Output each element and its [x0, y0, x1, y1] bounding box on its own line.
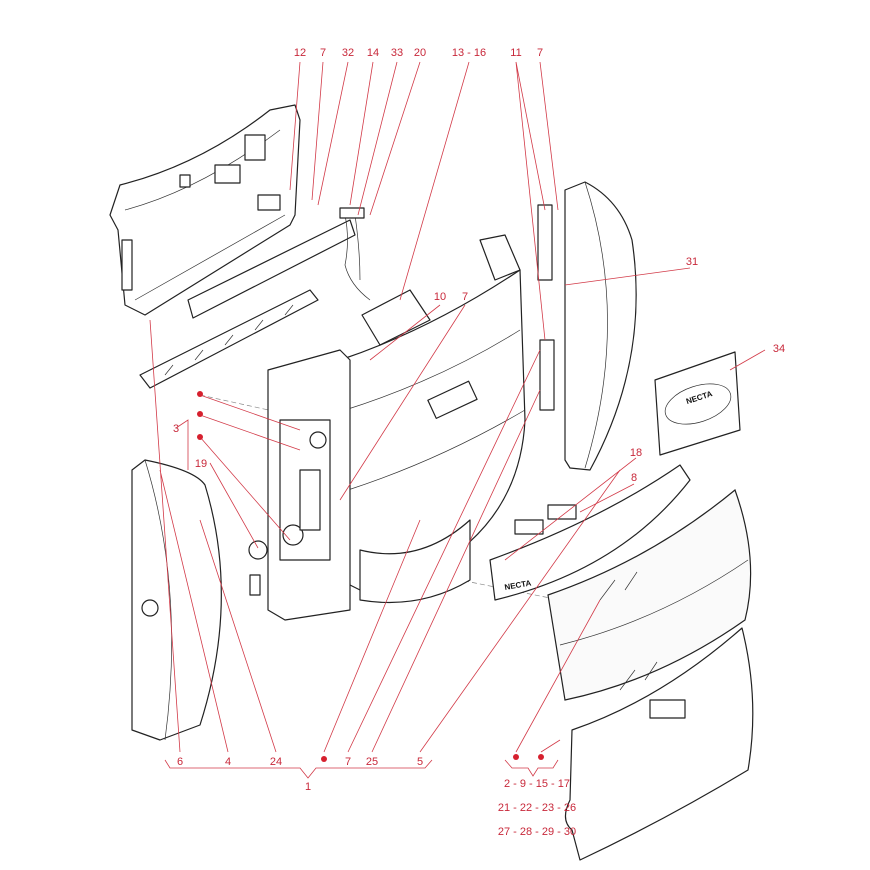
circuit-board-part	[187, 219, 356, 319]
part-label: 7	[320, 47, 326, 59]
hinge-part	[539, 339, 555, 411]
part-label: 24	[270, 756, 282, 768]
part-label: 13 - 16	[452, 47, 486, 59]
connector-part	[257, 194, 281, 211]
part-label: 33	[391, 47, 403, 59]
part-label: 12	[294, 47, 306, 59]
part-label: 34	[773, 343, 785, 355]
marker-dot	[197, 411, 203, 417]
part-label: 4	[225, 756, 231, 768]
part-label: 32	[342, 47, 354, 59]
front-strip-part: NECTA	[489, 464, 691, 601]
part-label: 10	[434, 291, 446, 303]
display-part	[361, 289, 431, 346]
part-label: 8	[631, 472, 637, 484]
hinge-part	[537, 204, 553, 281]
marker-dot	[197, 391, 203, 397]
key-part	[248, 540, 268, 596]
part-label: 7	[345, 756, 351, 768]
part-label: 18	[630, 447, 642, 459]
kit-label: 27 - 28 - 29 - 30	[498, 826, 576, 838]
lower-panel-part	[564, 627, 754, 861]
part-label: 19	[195, 458, 207, 470]
button-keys-part	[139, 289, 319, 389]
left-side-door-part	[131, 459, 222, 741]
kit-label: 21 - 22 - 23 - 26	[498, 802, 576, 814]
part-label: 25	[366, 756, 378, 768]
connector-part	[339, 207, 365, 219]
glass-door-part	[547, 488, 752, 701]
part-label: 5	[417, 756, 423, 768]
part-label: 7	[537, 47, 543, 59]
marker-dot	[513, 754, 519, 760]
part-label: 6	[177, 756, 183, 768]
part-label: 11	[510, 47, 521, 59]
marker-dot	[321, 756, 327, 762]
necta-badge-part: NECTA	[654, 351, 741, 456]
right-side-panel-part	[564, 181, 637, 471]
part-label: 20	[414, 47, 426, 59]
part-label: 3	[173, 423, 179, 435]
coin-mechanism-part	[267, 349, 351, 621]
marker-dot	[538, 754, 544, 760]
part-label: 31	[686, 256, 698, 268]
group-label: 1	[305, 781, 311, 793]
part-label: 7	[462, 291, 468, 303]
part-label: 14	[367, 47, 379, 59]
marker-dot	[197, 434, 203, 440]
rear-panel-part	[109, 104, 301, 316]
wire-harness	[344, 214, 371, 301]
main-body-part	[339, 234, 526, 604]
leader-lines	[149, 61, 766, 779]
kit-label: 2 - 9 - 15 - 17	[504, 778, 570, 790]
